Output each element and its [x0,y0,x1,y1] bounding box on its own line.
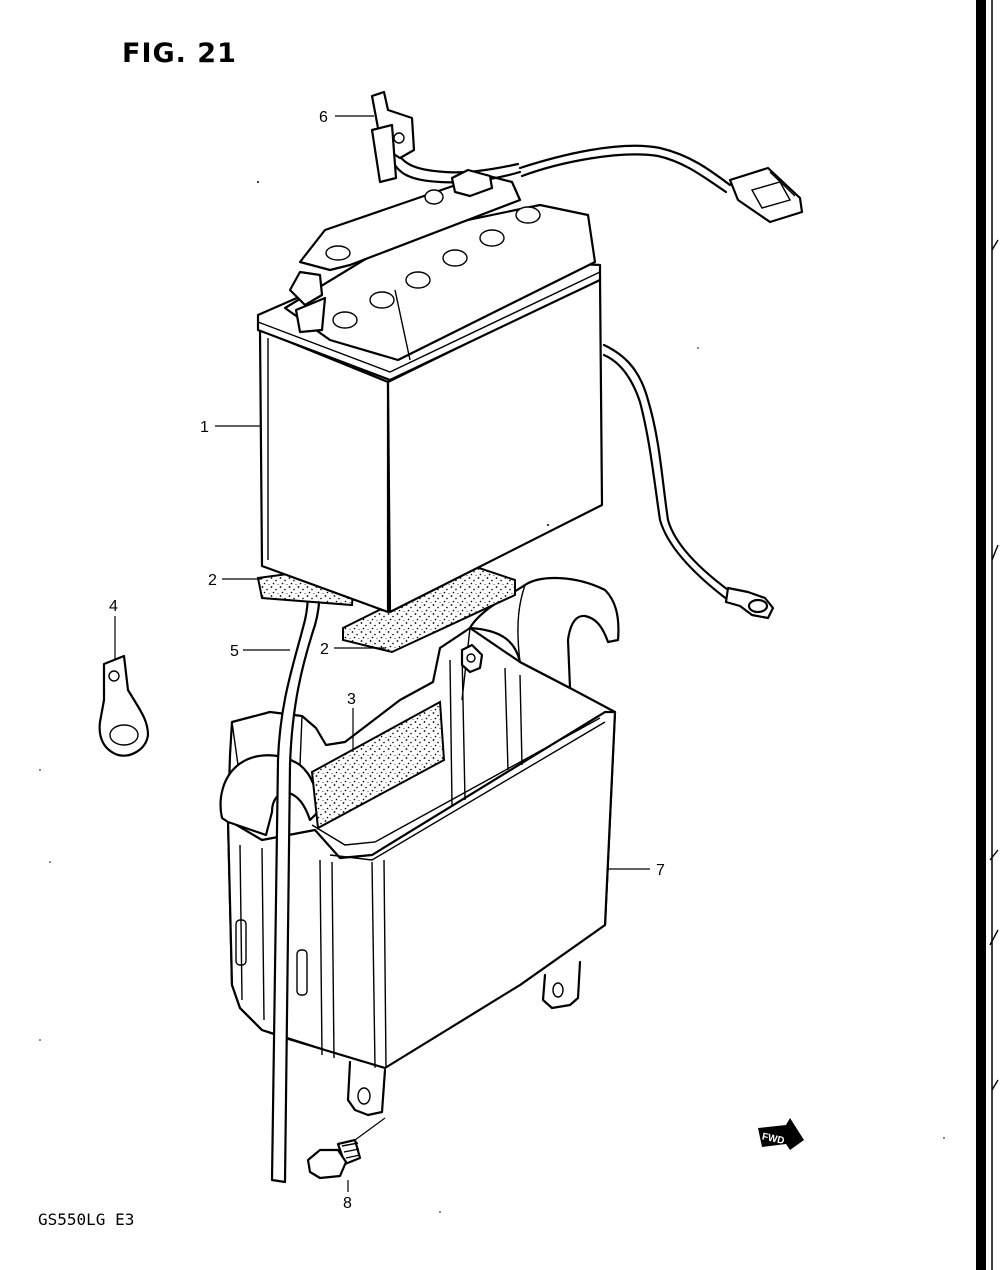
leader-lines [114,115,650,1192]
print-specks [39,181,945,1213]
callout-2a: 2 [208,572,217,589]
callout-3: 3 [347,691,356,708]
model-code: GS550LG E3 [38,1210,135,1229]
callout-1: 1 [200,419,209,436]
battery-case [219,577,620,1117]
positive-lead [370,90,804,224]
page-edge [976,0,999,1270]
figure-title: FIG. 21 [122,38,237,69]
mounting-bolt [306,1117,386,1180]
ground-cable [602,343,775,620]
callout-8: 8 [343,1195,352,1212]
forward-arrow-icon: FWD [758,1118,804,1150]
callout-4: 4 [109,598,118,615]
callout-6: 6 [319,109,328,126]
case-pad [310,700,446,830]
callouts: 6 1 2 2 5 4 3 7 8 [109,109,665,1212]
callout-2b: 2 [320,641,329,658]
callout-7: 7 [656,862,665,879]
fwd-label: FWD [761,1131,786,1146]
callout-5: 5 [230,643,239,660]
battery [256,173,604,614]
hose-clamp [98,654,150,757]
